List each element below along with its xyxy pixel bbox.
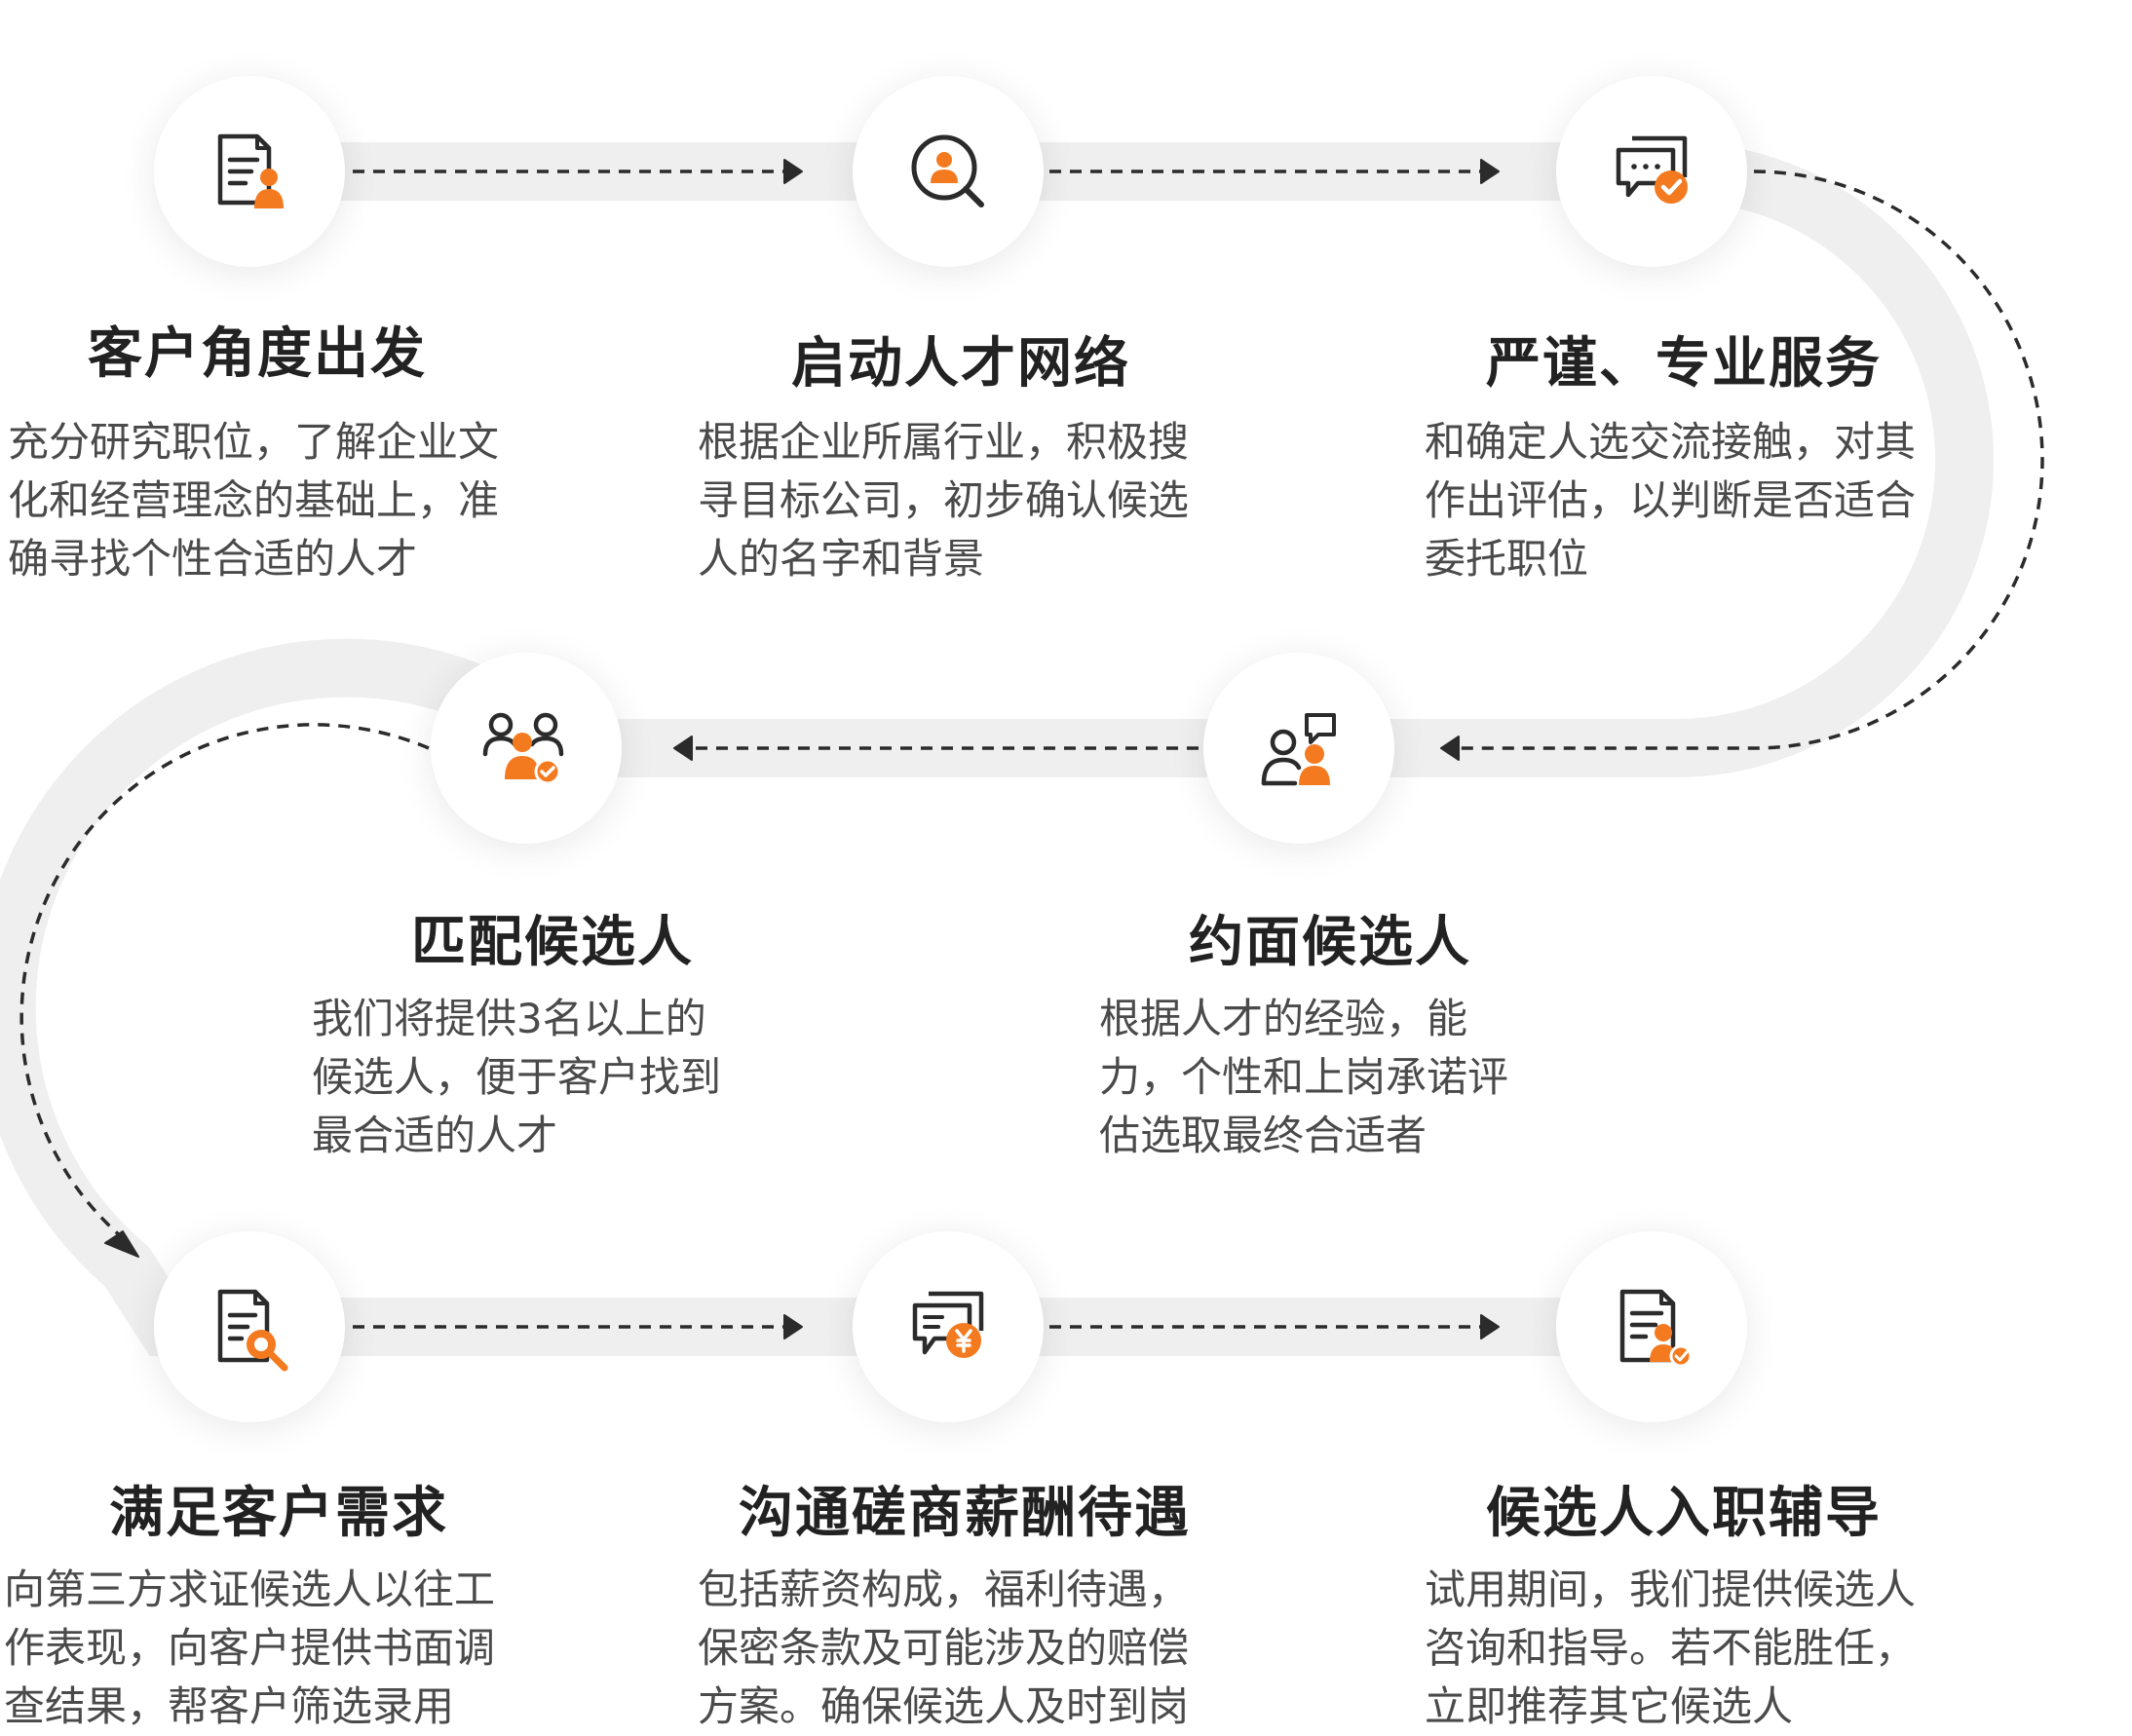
step-icon-circle (1556, 76, 1747, 267)
step-title: 候选人入职辅导 (1486, 1482, 1882, 1545)
description-line: 充分研究职位，了解企业文 (8, 418, 500, 466)
arrow-right-icon (783, 159, 803, 184)
description-line: 和确定人选交流接触，对其 (1425, 418, 1917, 466)
step-icon-circle (431, 653, 622, 844)
group-match-icon (482, 712, 564, 785)
step-description: 充分研究职位，了解企业文 化和经营理念的基础上，准 确寻找个性合适的人才 (8, 413, 499, 588)
flow-arrowheads (104, 159, 1500, 1340)
step-description: 根据人才的经验，能 力，个性和上岗承诺评 估选取最终合适者 (1099, 990, 1508, 1165)
flow-dashes (19, 170, 2044, 1329)
arrow-right-icon (783, 1314, 803, 1340)
description-line: 向第三方求证候选人以往工 (4, 1566, 496, 1613)
step-title: 启动人才网络 (791, 332, 1130, 396)
description-line: 候选人，便于客户找到 (312, 1053, 722, 1101)
description-line: 查结果，帮客户筛选录用 (4, 1682, 455, 1730)
step-description: 试用期间，我们提供候选人 咨询和指导。若不能胜任， 立即推荐其它候选人 (1425, 1561, 1916, 1736)
search-person-icon (911, 134, 984, 208)
step-icon-circle (853, 1231, 1044, 1422)
description-line: 委托职位 (1425, 535, 1589, 583)
step-icon-circle (154, 1231, 345, 1422)
step-title: 匹配候选人 (411, 911, 694, 974)
description-line: 根据企业所属行业，积极搜 (698, 418, 1190, 466)
step-icon-circle (1203, 653, 1394, 844)
step-description: 包括薪资构成，福利待遇， 保密条款及可能涉及的赔偿 方案。确保候选人及时到岗 (698, 1561, 1189, 1736)
step-title: 客户角度出发 (88, 322, 427, 386)
description-line: 我们将提供3名以上的 (312, 995, 706, 1042)
description-line: 根据人才的经验，能 (1099, 995, 1468, 1042)
step-title: 满足客户需求 (109, 1482, 448, 1545)
arrow-left-icon (1440, 736, 1460, 761)
interview-chat-icon (1261, 713, 1336, 786)
description-line: 寻目标公司，初步确认候选 (698, 476, 1190, 524)
description-line: 作出评估，以判断是否适合 (1425, 476, 1917, 524)
description-line: 化和经营理念的基础上，准 (8, 476, 500, 524)
step-icon-circle (154, 76, 345, 267)
description-line: 包括薪资构成，福利待遇， (698, 1566, 1190, 1613)
step-title: 沟通磋商薪酬待遇 (739, 1482, 1191, 1545)
description-line: 咨询和指导。若不能胜任， (1425, 1624, 1917, 1672)
description-line: 保密条款及可能涉及的赔偿 (698, 1624, 1190, 1672)
chat-check-icon (1616, 135, 1688, 204)
chat-yuan-icon (912, 1291, 984, 1358)
description-line: 方案。确保候选人及时到岗 (698, 1682, 1190, 1730)
description-line: 作表现，向客户提供书面调 (4, 1624, 496, 1672)
step-icon-circle (853, 76, 1044, 267)
arrow-right-icon (1480, 1314, 1500, 1340)
step-description: 我们将提供3名以上的 候选人，便于客户找到 最合适的人才 (312, 990, 721, 1165)
description-line: 试用期间，我们提供候选人 (1425, 1566, 1917, 1613)
description-line: 立即推荐其它候选人 (1425, 1682, 1794, 1730)
arrow-right-icon (1480, 159, 1500, 184)
step-description: 向第三方求证候选人以往工 作表现，向客户提供书面调 查结果，帮客户筛选录用 (4, 1561, 495, 1736)
arrow-left-icon (673, 736, 693, 761)
description-line: 最合适的人才 (312, 1112, 558, 1159)
description-line: 人的名字和背景 (698, 535, 985, 583)
document-person-icon (217, 133, 284, 208)
step-title: 严谨、专业服务 (1486, 332, 1882, 396)
description-line: 估选取最终合适者 (1099, 1112, 1428, 1159)
document-search-icon (217, 1289, 288, 1372)
description-line: 确寻找个性合适的人才 (8, 535, 418, 583)
step-description: 和确定人选交流接触，对其 作出评估，以判断是否适合 委托职位 (1425, 413, 1916, 588)
description-line: 力，个性和上岗承诺评 (1099, 1053, 1509, 1101)
step-icon-circle (1556, 1231, 1747, 1422)
step-description: 根据企业所属行业，积极搜 寻目标公司，初步确认候选 人的名字和背景 (698, 413, 1189, 588)
arrow-down-right-icon (104, 1230, 139, 1258)
step-title: 约面候选人 (1189, 911, 1471, 974)
document-person-check-icon (1619, 1289, 1693, 1368)
